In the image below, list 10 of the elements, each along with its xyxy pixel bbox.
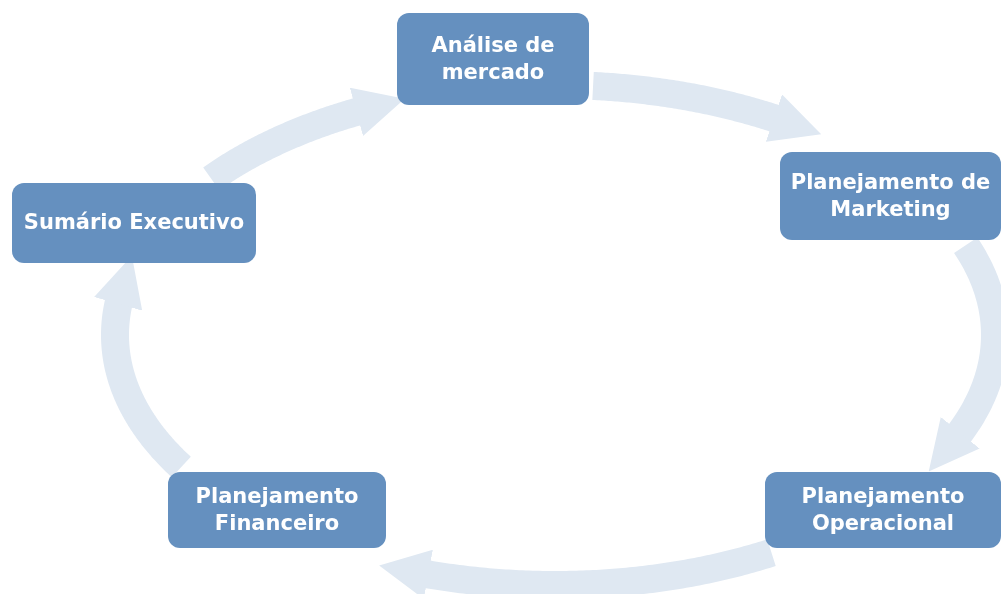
process-box	[168, 472, 386, 548]
process-box	[397, 13, 589, 105]
box-label: Análise de mercado	[430, 31, 556, 86]
process-box	[780, 152, 1001, 240]
process-box	[765, 472, 1001, 548]
box-label: Sumário Executivo	[22, 209, 246, 237]
process-box	[12, 183, 256, 263]
box-label: Planejamento Financeiro	[194, 482, 360, 537]
box-label: Planejamento de Marketing	[789, 168, 992, 223]
box-label: Planejamento Operacional	[800, 482, 966, 537]
